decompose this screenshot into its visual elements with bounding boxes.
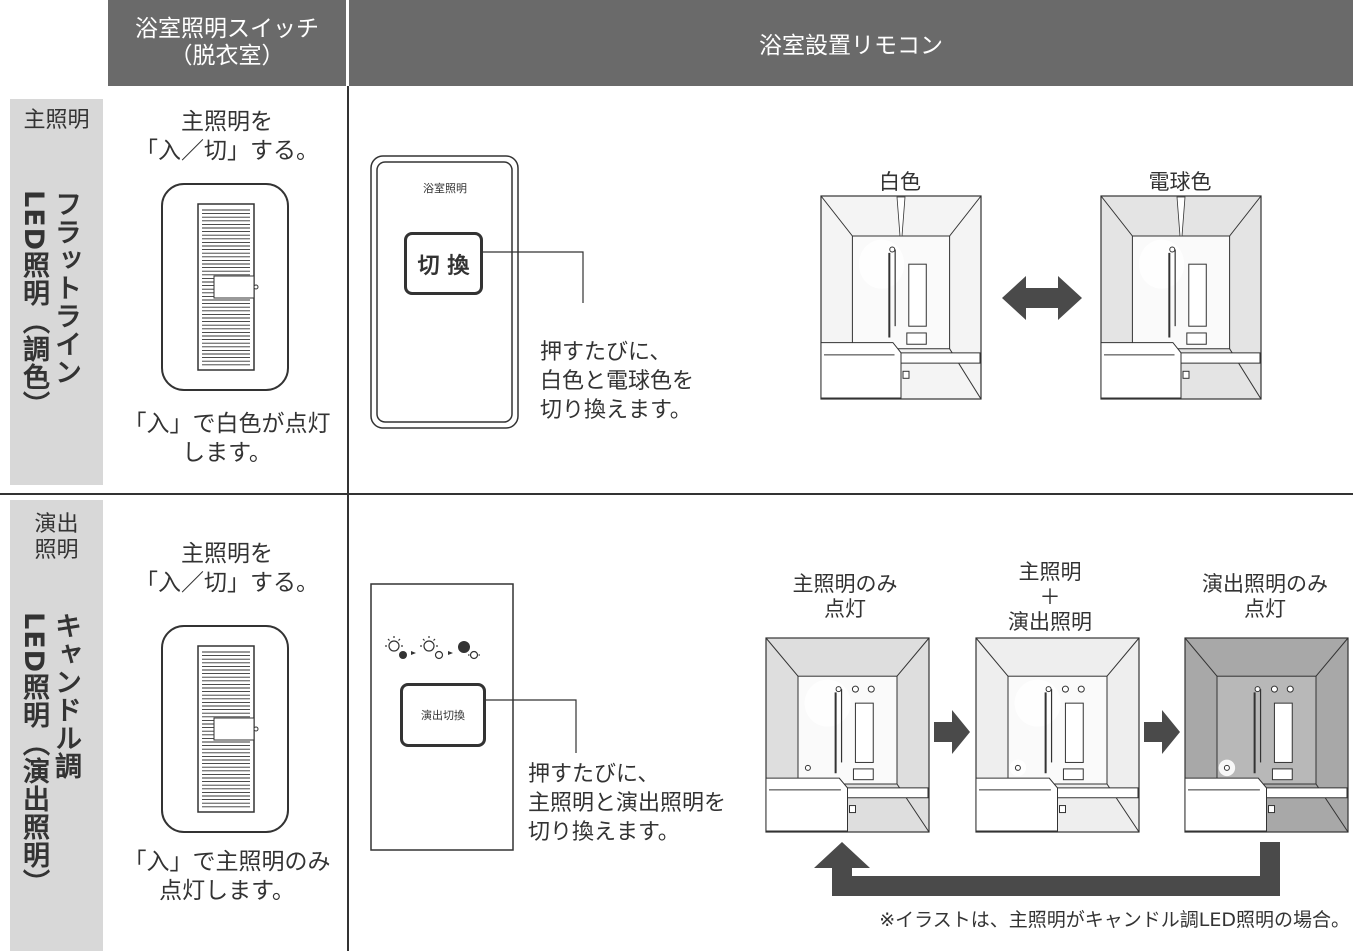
header-switch: 浴室照明スイッチ （脱衣室） <box>108 0 346 86</box>
switch-effect-bottom-line2: 点灯します。 <box>159 878 295 904</box>
switch-main-bottom-line1: 「入」で白色が点灯 <box>123 411 331 437</box>
bathroom-effect-only-illustration <box>1184 637 1349 833</box>
state-white-label: 白色 <box>879 170 921 194</box>
bathroom-both-illustration <box>975 637 1140 833</box>
vertical-divider <box>347 86 349 951</box>
switch-effect-bottom-line1: 「入」で主照明のみ <box>123 849 331 875</box>
state-main-only-line1: 主照明のみ <box>792 572 898 596</box>
state-effect-only-line2: 点灯 <box>1244 597 1286 621</box>
state-both-line1: 主照明 <box>1018 560 1082 584</box>
remote-effect-switch-button[interactable]: 演出切換 <box>400 683 486 747</box>
remote-effect-desc-line1: 押すたびに、 <box>528 762 660 787</box>
switch-effect-top-line2: 「入／切」する。 <box>135 570 319 596</box>
type-main-line1: フラットライン <box>50 190 81 386</box>
arrow-right-icon-2 <box>1144 710 1180 754</box>
remote-effect-desc-line2: 主照明と演出照明を <box>528 791 727 816</box>
state-effect-only-line1: 演出照明のみ <box>1202 572 1328 596</box>
bathroom-main-only-illustration <box>765 637 930 833</box>
remote-main-desc-line2: 白色と電球色を <box>540 369 695 394</box>
double-arrow-icon <box>1002 276 1082 320</box>
switch-main-bottom-line2: します。 <box>182 440 272 466</box>
category-effect-line1: 演出 <box>34 512 79 537</box>
bathroom-bulb-illustration <box>1100 195 1262 400</box>
remote-effect-desc-line3: 切り換えます。 <box>528 820 680 845</box>
state-bulb-label: 電球色 <box>1148 170 1212 194</box>
header-remote: 浴室設置リモコン <box>349 0 1353 86</box>
remote-main-desc-line1: 押すたびに、 <box>540 340 672 365</box>
remote-main-desc-line3: 切り換えます。 <box>540 398 692 423</box>
remote-main-switch-button[interactable]: 切 換 <box>404 232 483 295</box>
header-switch-line2: （脱衣室） <box>169 43 285 69</box>
bathroom-white-illustration <box>820 195 982 400</box>
remote-main-title: 浴室照明 <box>423 182 467 195</box>
illustration-note: ※イラストは、主照明がキャンドル調LED照明の場合。 <box>879 909 1350 931</box>
state-both-line2: ＋ <box>1039 585 1061 609</box>
switch-main-top-line2: 「入／切」する。 <box>135 138 319 164</box>
side-label-main <box>10 99 103 485</box>
wall-switch-effect-icon[interactable] <box>160 624 290 834</box>
light-mode-icons <box>385 636 480 660</box>
state-both-line3: 演出照明 <box>1008 610 1092 634</box>
header-switch-line1: 浴室照明スイッチ <box>135 16 319 42</box>
side-label-effect <box>10 500 103 951</box>
category-effect-line2: 照明 <box>34 538 79 563</box>
state-main-only-line2: 点灯 <box>824 597 866 621</box>
wall-switch-main-icon[interactable] <box>160 182 290 392</box>
type-effect-line1: キャンドル調 <box>50 612 81 780</box>
return-arrow-icon <box>814 842 1280 896</box>
arrow-right-icon <box>934 710 970 754</box>
row-divider <box>0 493 1353 495</box>
switch-effect-top-line1: 主照明を <box>181 541 273 567</box>
category-main: 主照明 <box>23 108 90 133</box>
switch-main-top-line1: 主照明を <box>181 109 273 135</box>
type-effect-line2: LED照明（演出照明） <box>18 612 49 898</box>
type-main-line2: LED照明（調色） <box>18 190 49 420</box>
